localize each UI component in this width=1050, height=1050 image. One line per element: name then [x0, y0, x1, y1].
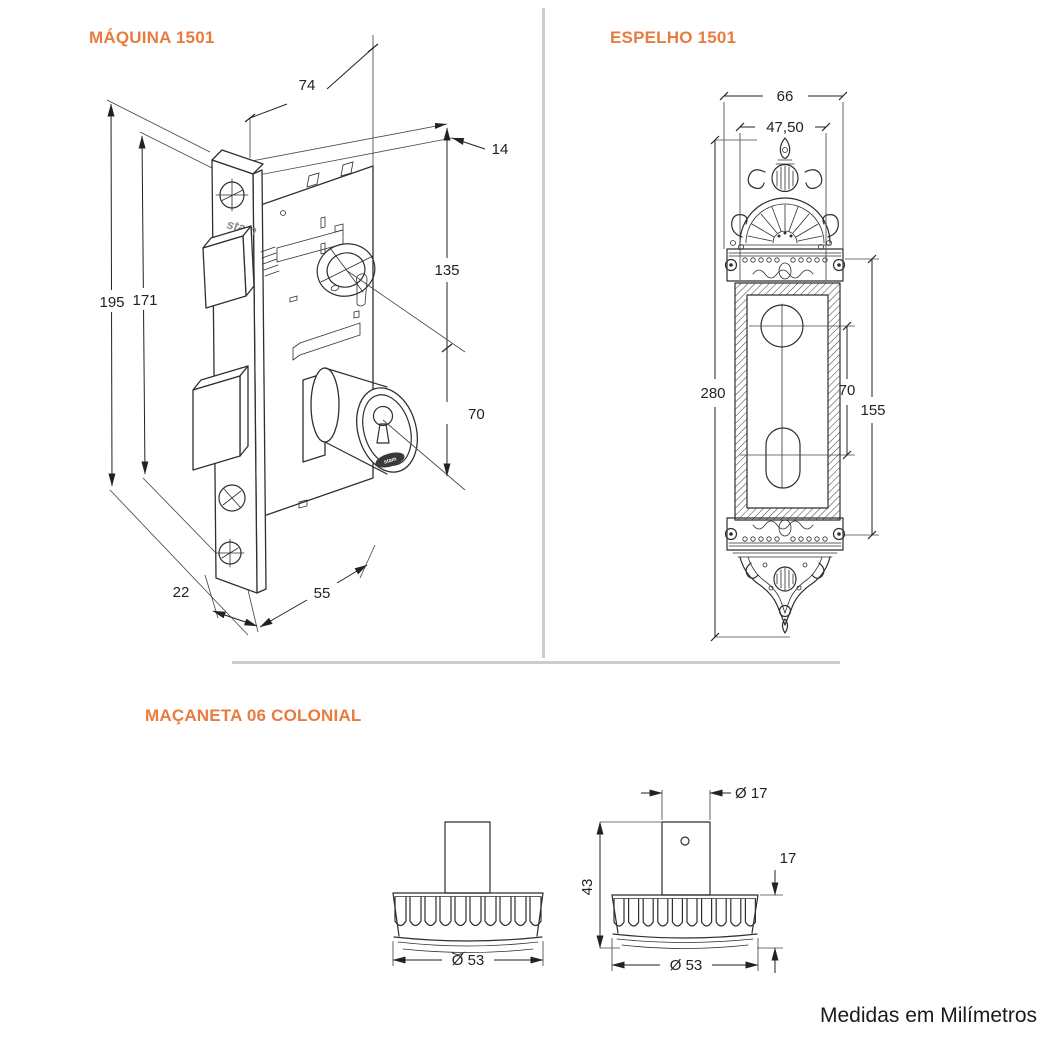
- dim-135: 135: [434, 262, 459, 279]
- dim-70: 70: [468, 406, 485, 423]
- spindle-hole: [316, 243, 376, 297]
- cylinder-brand-text: stam: [383, 456, 397, 465]
- dim-74: 74: [299, 77, 316, 94]
- macaneta-title: MAÇANETA 06 COLONIAL: [145, 706, 362, 725]
- espelho-drawing: 66 47,50 280 70 155: [700, 88, 886, 642]
- dim-171: 171: [132, 292, 157, 309]
- cylinder-badge: [375, 452, 405, 468]
- dim-155: 155: [860, 402, 885, 419]
- macaneta-right-drawing: Ø 17 43 17 Ø 53: [579, 785, 796, 974]
- stem-pin-hole: [680, 836, 690, 846]
- knob-right: [611, 821, 759, 949]
- screw-bottom: [215, 538, 245, 568]
- bottom-ornament: [732, 552, 838, 634]
- dim-66: 66: [777, 88, 794, 105]
- maquina-title: MÁQUINA 1501: [89, 28, 215, 47]
- dim-70-espelho: 70: [839, 382, 856, 399]
- units-note: Medidas em Milímetros: [820, 1004, 1038, 1027]
- dim-d17: Ø 17: [735, 785, 768, 802]
- dim-14: 14: [492, 141, 509, 158]
- maquina-dimensions: 195 171 74 14 135 70 22: [97, 35, 509, 633]
- dim-43: 43: [579, 879, 596, 896]
- screw-phillips: [218, 484, 246, 512]
- dim-17: 17: [780, 850, 797, 867]
- keyhole-oval: [765, 427, 801, 489]
- bottom-mount-band: [724, 517, 846, 551]
- vertical-divider: [542, 8, 545, 658]
- dim-d53-right: Ø 53: [670, 957, 703, 974]
- espelho-title: ESPELHO 1501: [610, 28, 737, 47]
- dead-bolt: [192, 365, 249, 471]
- spring: [260, 246, 280, 277]
- macaneta-left-drawing: Ø 53: [392, 821, 544, 969]
- dim-280: 280: [700, 385, 725, 402]
- dim-195: 195: [99, 294, 124, 311]
- screw-top: [215, 178, 249, 212]
- knob-left: [392, 821, 544, 955]
- dim-22: 22: [173, 584, 190, 601]
- maquina-drawing: stam stam: [97, 35, 509, 636]
- macaneta-right-dimensions: Ø 17 43 17 Ø 53: [579, 785, 796, 974]
- top-mount-band: [724, 248, 846, 282]
- horizontal-divider: [232, 661, 840, 664]
- latch-bolt: [202, 225, 255, 309]
- cylinder: stam: [302, 367, 418, 475]
- top-ornament: [730, 137, 839, 250]
- dim-d53-left: Ø 53: [452, 952, 485, 969]
- keyhole: [376, 423, 390, 444]
- macaneta-left-dimensions: Ø 53: [392, 941, 544, 969]
- dim-55: 55: [314, 585, 331, 602]
- body-plate: [734, 282, 841, 521]
- lock-case: [251, 161, 376, 521]
- dim-47-50: 47,50: [766, 119, 804, 136]
- espelho-dimensions: 66 47,50 280 70 155: [700, 88, 886, 642]
